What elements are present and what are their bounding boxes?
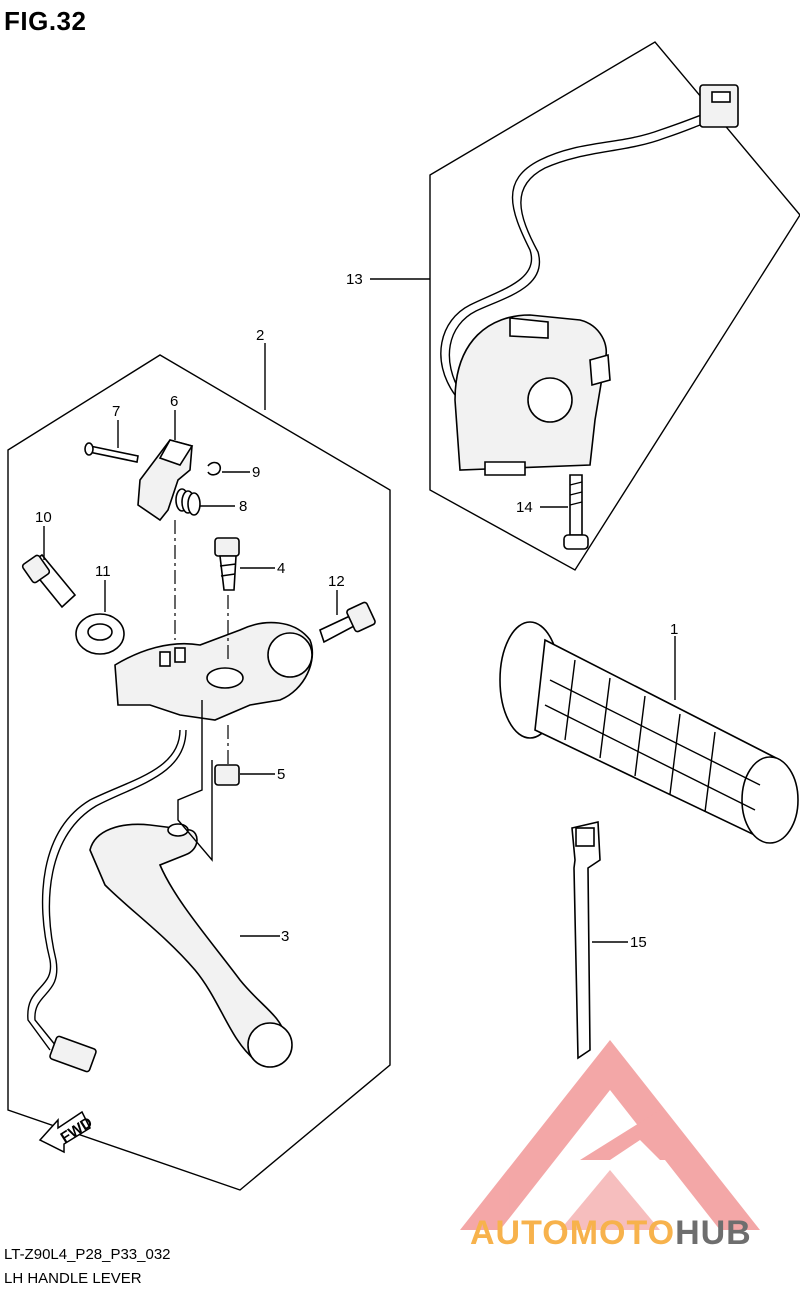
- lever-switch-wire: [27, 729, 187, 1073]
- clip-part-9: [207, 461, 222, 476]
- pin-part-7: [84, 442, 139, 463]
- watermark-logo: [460, 1040, 760, 1230]
- assembly-guide-lines: [174, 520, 229, 765]
- adjuster-bolt-part-10: [21, 553, 77, 609]
- switch-housing-part-13: [440, 84, 739, 476]
- callout-12: 12: [328, 573, 345, 590]
- callout-2: 2: [256, 327, 264, 344]
- figure-title: FIG.32: [4, 6, 87, 36]
- spring-part-8: [175, 488, 201, 516]
- tie-band-part-15: [571, 821, 601, 1060]
- diagram-code: LT-Z90L4_P28_P33_032: [4, 1246, 171, 1263]
- watermark-text: AUTOMOTOHUB: [470, 1214, 752, 1253]
- callout-10: 10: [35, 509, 52, 526]
- callout-8: 8: [239, 498, 247, 515]
- diagram-name: LH HANDLE LEVER: [4, 1270, 142, 1287]
- screw-part-14: [563, 474, 589, 550]
- pivot-guide-line: [177, 700, 213, 862]
- callout-13: 13: [346, 271, 363, 288]
- callout-leaders: [43, 278, 676, 943]
- watermark-part2: HUB: [675, 1214, 752, 1252]
- switch-block-part-6: [137, 439, 194, 522]
- callout-7: 7: [112, 403, 120, 420]
- callout-5: 5: [277, 766, 285, 783]
- callout-4: 4: [277, 560, 285, 577]
- watermark-part1: AUTOMOTO: [470, 1214, 676, 1252]
- lever-bracket-part-2: [114, 621, 314, 721]
- lock-nut-part-11: [75, 613, 125, 655]
- lever-part-3: [89, 823, 293, 1068]
- callout-11: 11: [95, 563, 111, 580]
- nut-part-5: [214, 764, 240, 786]
- assembly-box-2: [7, 354, 391, 1191]
- callout-9: 9: [252, 464, 260, 481]
- callout-1: 1: [670, 621, 678, 638]
- assembly-box-13: [429, 41, 800, 571]
- callout-6: 6: [170, 393, 178, 410]
- bolt-part-4: [214, 537, 240, 591]
- callout-14: 14: [516, 499, 533, 516]
- grip-part-1: [499, 621, 799, 844]
- callout-3: 3: [281, 928, 289, 945]
- callout-15: 15: [630, 934, 647, 951]
- bolt-part-12: [319, 601, 376, 644]
- fwd-arrow-icon: [38, 1110, 91, 1154]
